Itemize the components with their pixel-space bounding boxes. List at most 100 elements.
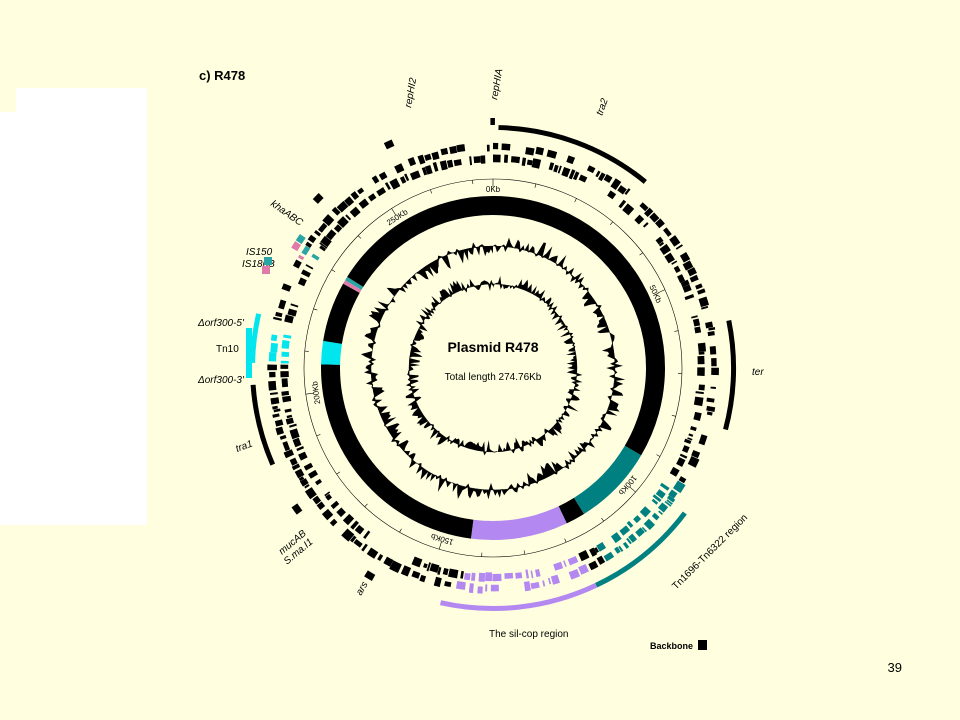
scale-tick [438, 541, 442, 550]
gene-tick [550, 574, 560, 585]
gene-tick [278, 299, 287, 310]
scale-label-200: 200Kb [310, 380, 322, 405]
gene-tick [281, 351, 290, 357]
gene-tick [296, 446, 305, 452]
gene-tick [417, 154, 426, 165]
gene-tick [480, 155, 486, 164]
feature-label-14: Tn1696-Tn6322 region [670, 512, 750, 592]
gene-tick [284, 314, 294, 324]
gene-tick [698, 351, 705, 355]
gene-tick [279, 434, 287, 440]
gene-tick [289, 457, 298, 466]
gene-tick [419, 574, 427, 583]
white-panel-notch [108, 88, 147, 118]
gene-tick [697, 342, 707, 352]
gene-tick [490, 584, 499, 592]
is150-swatch [264, 257, 272, 265]
gene-tick [433, 576, 442, 588]
scale-tick [629, 486, 636, 493]
gc-content-base [370, 245, 616, 491]
annotation-arc-1 [723, 320, 736, 431]
gene-tick [297, 277, 307, 287]
region-segment-6 [323, 283, 360, 344]
gene-tick [331, 206, 341, 216]
gene-tick [684, 438, 692, 445]
gene-tick [378, 171, 388, 181]
gene-tick [610, 532, 622, 544]
feature-label-10: tra1 [234, 439, 254, 455]
gene-tick [652, 494, 662, 503]
gene-tick [644, 207, 654, 217]
gene-tick [477, 586, 483, 594]
gene-tick [657, 502, 669, 513]
gene-tick [617, 185, 627, 195]
gene-tick [535, 146, 545, 156]
gene-tick [693, 411, 702, 421]
gene-tick [456, 144, 466, 153]
gene-tick [281, 378, 289, 388]
gene-tick [697, 355, 705, 365]
gene-tick [679, 453, 688, 459]
gene-tick [407, 156, 417, 167]
gene-tick [530, 570, 534, 579]
gene-tick [290, 303, 299, 308]
gene-tick [642, 222, 649, 228]
gene-tick [282, 395, 292, 403]
gene-tick [299, 478, 309, 487]
gene-tick [269, 371, 276, 378]
gene-tick [377, 554, 384, 562]
gene-tick [383, 556, 394, 567]
gene-tick [301, 245, 311, 256]
gene-tick [687, 456, 700, 468]
scale-tick [331, 269, 336, 272]
gene-tick [333, 224, 343, 233]
gene-tick [345, 214, 352, 221]
gene-tick [273, 408, 281, 413]
gene-tick [553, 164, 559, 173]
gene-tick [426, 562, 432, 572]
gene-tick [424, 153, 432, 161]
gene-tick [568, 169, 576, 180]
gene-tick [314, 230, 322, 237]
gene-tick [526, 159, 533, 166]
gene-tick [444, 581, 452, 588]
gene-tick [431, 151, 440, 161]
gene-tick [681, 445, 690, 454]
gene-tick [534, 569, 541, 578]
gene-tick [578, 564, 589, 575]
feature-block-6 [364, 570, 376, 581]
gene-tick [687, 437, 693, 441]
gene-tick [298, 476, 305, 482]
gene-tick [682, 284, 692, 293]
gene-tick [658, 241, 665, 247]
gene-tick [688, 433, 694, 437]
gene-tick [468, 583, 474, 594]
gene-tick [567, 556, 579, 566]
gene-tick [357, 187, 365, 195]
gene-tick [371, 175, 380, 184]
gene-tick [449, 145, 458, 154]
scale-tick [523, 550, 526, 555]
gene-tick [692, 318, 701, 327]
gene-tick [311, 253, 320, 261]
gene-tick [624, 188, 631, 196]
region-segment-2 [558, 497, 585, 524]
gene-tick [304, 483, 310, 489]
scale-tick [399, 528, 402, 533]
gene-tick [525, 569, 530, 579]
gene-tick [698, 384, 705, 391]
gene-tick [695, 391, 704, 395]
gene-tick [618, 545, 624, 552]
region-segment-4 [321, 364, 474, 539]
feature-block-4 [291, 241, 302, 252]
feature-label-4: IS150 [246, 247, 273, 258]
white-panel [0, 112, 147, 525]
gene-tick [297, 254, 305, 261]
gene-tick [690, 426, 697, 432]
gene-tick [566, 155, 576, 165]
gene-tick [614, 546, 621, 554]
gene-tick [510, 156, 521, 164]
gene-tick [389, 178, 401, 190]
gene-tick [319, 245, 327, 252]
